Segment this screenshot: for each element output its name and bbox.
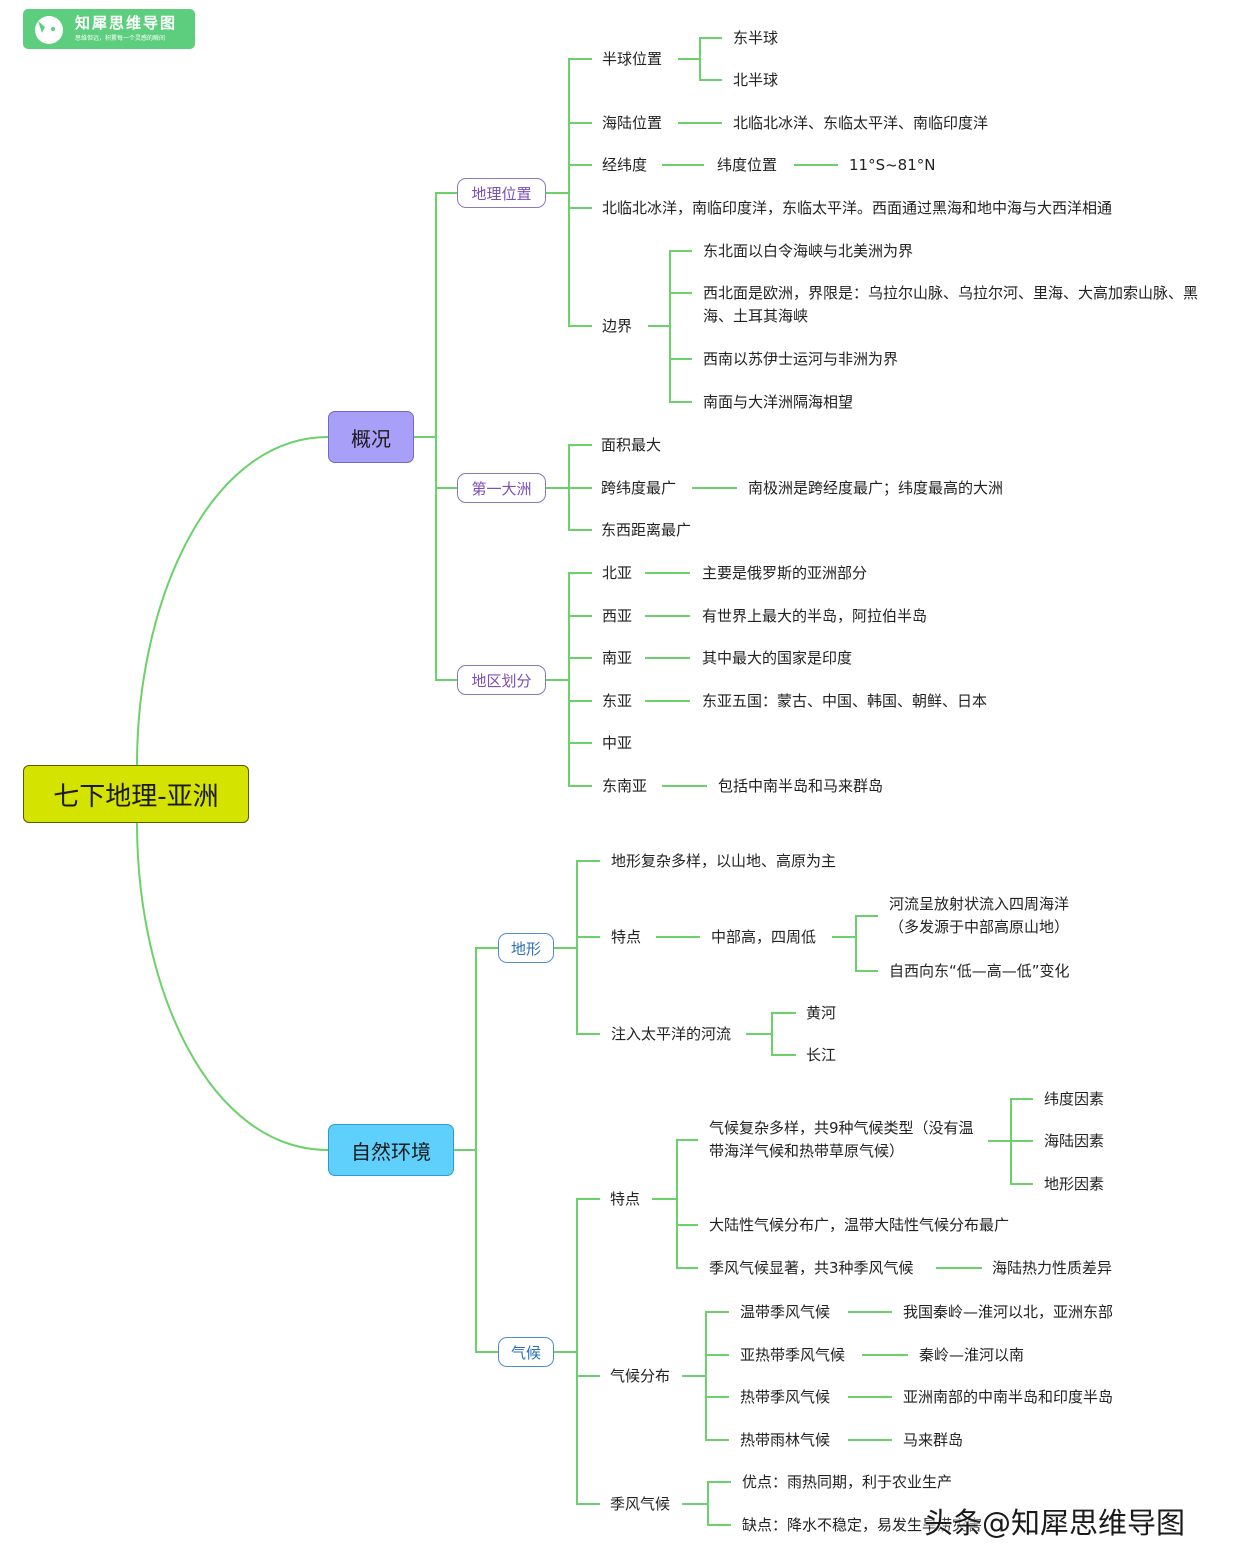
node-largest[interactable]: 第一大洲 <box>457 473 546 503</box>
node-monsoon-cons[interactable]: 缺点：降水不稳定，易发生旱涝灾害 <box>742 1516 983 1534</box>
node-border[interactable]: 边界 <box>602 317 633 335</box>
node-climate-distribution[interactable]: 气候分布 <box>610 1367 671 1385</box>
node-river[interactable]: 长江 <box>806 1046 837 1064</box>
node-continental[interactable]: 大陆性气候分布广，温带大陆性气候分布最广 <box>709 1216 1010 1234</box>
node-region[interactable]: 南亚 <box>602 649 633 667</box>
node-monsoon-climate[interactable]: 季风气候 <box>610 1495 671 1513</box>
node-border-item[interactable]: 西南以苏伊士运河与非洲为界 <box>703 350 899 368</box>
node-sea-land-value[interactable]: 北临北冰洋、东临太平洋、南临印度洋 <box>733 114 989 132</box>
node-lat-span-value[interactable]: 南极洲是跨经度最广；纬度最高的大洲 <box>748 479 1004 497</box>
node-east-west-profile[interactable]: 自西向东“低—高—低”变化 <box>889 962 1070 980</box>
node-region[interactable]: 西亚 <box>602 607 633 625</box>
node-sea-land[interactable]: 海陆位置 <box>602 114 663 132</box>
node-location[interactable]: 地理位置 <box>457 178 546 208</box>
node-region-desc[interactable]: 其中最大的国家是印度 <box>702 649 853 667</box>
node-climate-type[interactable]: 热带季风气候 <box>740 1388 831 1406</box>
node-climate-type[interactable]: 亚热带季风气候 <box>740 1346 846 1364</box>
node-terrain-main[interactable]: 中部高，四周低 <box>711 928 817 946</box>
node-pacific-rivers[interactable]: 注入太平洋的河流 <box>611 1025 732 1043</box>
node-factor[interactable]: 地形因素 <box>1044 1175 1105 1193</box>
node-climate-type[interactable]: 温带季风气候 <box>740 1303 831 1321</box>
node-factor[interactable]: 海陆因素 <box>1044 1132 1105 1150</box>
node-region-desc[interactable]: 主要是俄罗斯的亚洲部分 <box>702 564 868 582</box>
logo-slogan: 思维但远，积累每一个灵感的瞬间 <box>75 35 166 42</box>
node-region-desc[interactable]: 包括中南半岛和马来群岛 <box>718 777 884 795</box>
node-climate-where[interactable]: 我国秦岭—淮河以北，亚洲东部 <box>903 1303 1114 1321</box>
node-climate-where[interactable]: 马来群岛 <box>903 1431 964 1449</box>
node-climate-where[interactable]: 亚洲南部的中南半岛和印度半岛 <box>903 1388 1114 1406</box>
node-north-hemisphere[interactable]: 北半球 <box>733 71 779 89</box>
node-climate[interactable]: 气候 <box>498 1337 554 1367</box>
node-climate-type[interactable]: 热带雨林气候 <box>740 1431 831 1449</box>
node-east-hemisphere[interactable]: 东半球 <box>733 29 779 47</box>
node-factor[interactable]: 纬度因素 <box>1044 1090 1105 1108</box>
node-climate-where[interactable]: 秦岭—淮河以南 <box>919 1346 1025 1364</box>
node-region[interactable]: 东亚 <box>602 692 633 710</box>
node-terrain-summary[interactable]: 地形复杂多样，以山地、高原为主 <box>611 852 837 870</box>
node-region[interactable]: 北亚 <box>602 564 633 582</box>
node-latitude[interactable]: 纬度位置 <box>717 156 778 174</box>
node-region-desc[interactable]: 有世界上最大的半岛，阿拉伯半岛 <box>702 607 928 625</box>
node-area[interactable]: 面积最大 <box>601 436 662 454</box>
node-regions[interactable]: 地区划分 <box>457 665 546 695</box>
node-latitude-value[interactable]: 11°S~81°N <box>849 156 936 174</box>
node-monsoon-cause[interactable]: 海陆热力性质差异 <box>992 1259 1113 1277</box>
node-river-pattern[interactable]: 河流呈放射状流入四周海洋（多发源于中部高原山地） <box>889 895 1070 936</box>
brand-logo: 知犀思维导图 思维但远，积累每一个灵感的瞬间 <box>23 9 195 49</box>
logo-title: 知犀思维导图 <box>75 14 178 32</box>
node-hemisphere[interactable]: 半球位置 <box>602 50 663 68</box>
rhino-logo-icon <box>35 16 63 44</box>
node-overview[interactable]: 概况 <box>328 411 414 463</box>
node-border-item[interactable]: 西北面是欧洲，界限是：乌拉尔山脉、乌拉尔河、里海、大高加索山脉、黑海、土耳其海峡 <box>703 284 1199 325</box>
root-node[interactable]: 七下地理-亚洲 <box>23 765 249 823</box>
node-lat-span[interactable]: 跨纬度最广 <box>601 479 677 497</box>
node-nature[interactable]: 自然环境 <box>328 1124 454 1176</box>
node-region-desc[interactable]: 东亚五国：蒙古、中国、韩国、朝鲜、日本 <box>702 692 988 710</box>
node-river[interactable]: 黄河 <box>806 1004 837 1022</box>
node-terrain-feature[interactable]: 特点 <box>611 928 642 946</box>
node-climate-complex[interactable]: 气候复杂多样，共9种气候类型（没有温带海洋气候和热带草原气候） <box>709 1119 974 1160</box>
node-border-item[interactable]: 东北面以白令海峡与北美洲为界 <box>703 242 914 260</box>
watermark: 头条@知犀思维导图 <box>924 1506 1186 1540</box>
node-climate-feature[interactable]: 特点 <box>610 1190 641 1208</box>
node-monsoon-notable[interactable]: 季风气候显著，共3种季风气候 <box>709 1259 914 1277</box>
node-latlon[interactable]: 经纬度 <box>602 156 648 174</box>
node-border-item[interactable]: 南面与大洋洲隔海相望 <box>703 393 854 411</box>
node-oceans[interactable]: 北临北冰洋，南临印度洋，东临太平洋。西面通过黑海和地中海与大西洋相通 <box>602 199 1113 217</box>
node-monsoon-pros[interactable]: 优点：雨热同期，利于农业生产 <box>742 1473 953 1491</box>
node-region[interactable]: 中亚 <box>602 734 633 752</box>
node-east-west[interactable]: 东西距离最广 <box>601 521 692 539</box>
node-region[interactable]: 东南亚 <box>602 777 648 795</box>
node-terrain[interactable]: 地形 <box>498 933 554 963</box>
